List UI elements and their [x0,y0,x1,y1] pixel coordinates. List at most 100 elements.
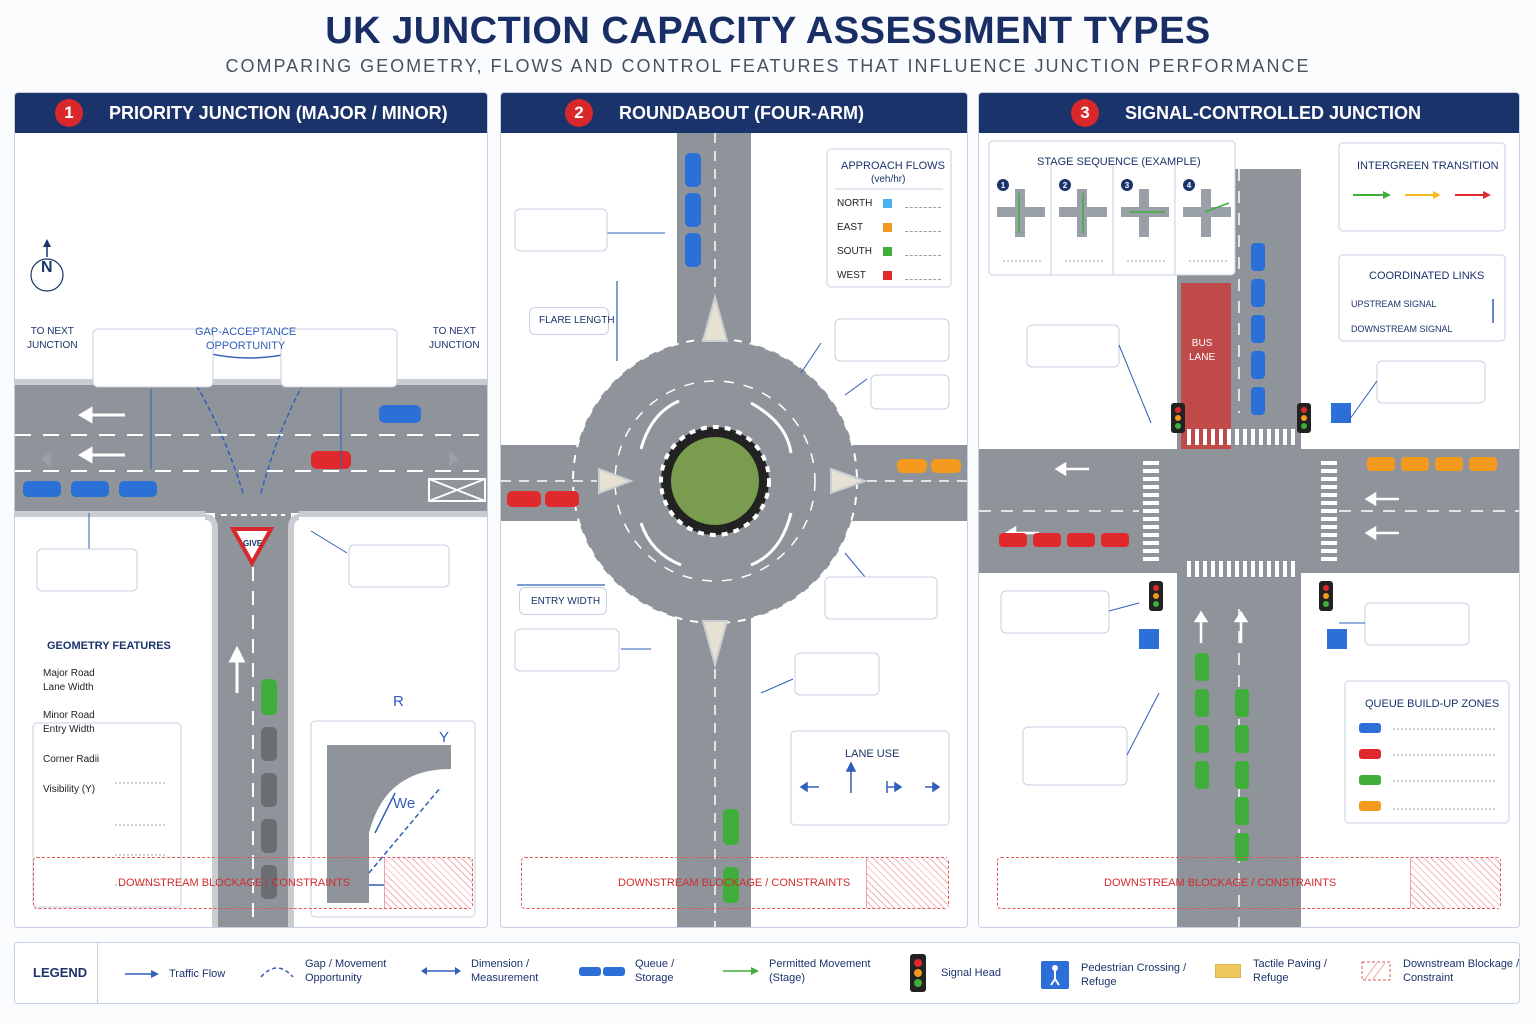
dim-r-label: R [393,693,404,710]
flow-row-label: SOUTH [837,246,872,257]
stage-number-badge: 1 [997,179,1009,191]
lane-use-title: LANE USE [845,748,900,760]
panel-number-badge: 1 [55,99,83,127]
flow-color-swatch [883,271,892,280]
legend-item: Queue / Storage [577,957,674,985]
flow-value-blank [905,207,941,208]
legend-label: Pedestrian Crossing / Refuge [1081,962,1187,988]
legend-label: Tactile Paving / Refuge [1253,958,1327,984]
downstream-signal-label: DOWNSTREAM SIGNAL [1351,324,1453,334]
lane-use-arrows [799,761,941,793]
pedestrian-crossing-icon [1041,961,1069,989]
stage-sequence-title: STAGE SEQUENCE (EXAMPLE) [1037,156,1201,168]
flow-value-blank [905,231,941,232]
tactile-paving-icon [1215,964,1241,978]
legend-label: Dimension / Measurement [471,958,539,984]
flow-value-blank [905,279,941,280]
legend-item: Signal Head [907,953,1001,993]
coordinated-links-title: COORDINATED LINKS [1369,270,1485,282]
panel-priority-junction: 1 PRIORITY JUNCTION (MAJOR / MINOR) [14,92,488,928]
signal-head-icon [910,954,926,992]
queue-west [999,533,1129,547]
geometry-item: Corner Radii [43,754,100,765]
queue-car-icon [1359,801,1381,811]
gap-arrow-icon [260,967,294,978]
traffic-flow-arrow-icon [125,970,159,978]
roundabout-diagram [501,133,967,927]
blockage-label: DOWNSTREAM BLOCKAGE / CONSTRAINTS [1104,877,1337,889]
intergreen-title: INTERGREEN TRANSITION [1357,160,1499,172]
panel-roundabout: 2 ROUNDABOUT (FOUR-ARM) [500,92,968,928]
stage-number-badge: 4 [1183,179,1195,191]
queue-east [1367,457,1497,471]
stage-number-badge: 2 [1059,179,1071,191]
signal-junction-diagram [979,140,1519,927]
geometry-item: Major Road Lane Width [43,668,95,693]
approach-flows-unit: (veh/hr) [871,174,906,185]
give-way-text: GIVE [243,539,263,548]
blockage-label: DOWNSTREAM BLOCKAGE / CONSTRAINTS [618,877,851,889]
panel-signal-junction: 3 SIGNAL-CONTROLLED JUNCTION [978,92,1520,928]
flow-row-label: EAST [837,222,864,233]
legend-item: Dimension / Measurement [419,957,538,985]
priority-junction-diagram [15,239,487,927]
legend-label: Signal Head [941,967,1001,979]
bus-lane-label: BUS LANE [1189,338,1216,363]
downstream-blockage-zone: DOWNSTREAM BLOCKAGE / CONSTRAINTS [521,857,949,909]
queue-north [1251,243,1265,415]
dim-y-label: Y [439,729,450,746]
queue-icon [579,967,625,976]
queued-cars-minor [261,679,277,899]
flow-color-swatch [883,199,892,208]
blockage-hatch [384,858,472,908]
dim-we-label: We [393,795,416,812]
flare-length-label: FLARE LENGTH [539,315,615,326]
to-next-junction-left: TO NEXT JUNCTION [27,326,78,351]
queue-south [1195,653,1249,861]
legend-item: Gap / Movement Opportunity [259,957,386,985]
dimension-arrow-icon [421,967,461,975]
panel-header: 2 ROUNDABOUT (FOUR-ARM) [501,93,967,133]
legend: LEGEND Traffic Flow Gap / Movement Oppor… [14,942,1520,1004]
queue-south [723,809,739,903]
give-way-sign-icon [229,527,275,568]
queue-car-icon [1359,749,1381,759]
panel-header: 1 PRIORITY JUNCTION (MAJOR / MINOR) [15,93,487,133]
to-next-junction-right: TO NEXT JUNCTION [429,326,480,351]
entry-width-box [519,587,607,615]
bus-lane [1181,283,1231,449]
queue-west [507,491,579,507]
queue-east [897,459,961,473]
panel-title: ROUNDABOUT (FOUR-ARM) [619,102,864,123]
page-subtitle: COMPARING GEOMETRY, FLOWS AND CONTROL FE… [225,56,1311,76]
geometry-features-title: GEOMETRY FEATURES [47,640,171,652]
page-title: UK JUNCTION CAPACITY ASSESSMENT TYPES [325,10,1211,52]
upstream-signal-label: UPSTREAM SIGNAL [1351,299,1437,309]
queue-car-icon [1359,723,1381,733]
panel-number-badge: 3 [1071,99,1099,127]
flow-row-label: NORTH [837,198,873,209]
geometry-item: Minor Road Entry Width [43,710,95,735]
legend-title: LEGEND [33,965,88,980]
legend-item: Pedestrian Crossing / Refuge [1041,961,1186,989]
flow-color-swatch [883,247,892,256]
blockage-hatch-icon [1361,961,1391,981]
legend-item: Tactile Paving / Refuge [1215,957,1327,985]
flow-row-label: WEST [837,270,866,281]
legend-item: Traffic Flow [123,967,225,981]
flow-color-swatch [883,223,892,232]
blockage-hatch [1410,858,1500,908]
downstream-blockage-zone: DOWNSTREAM BLOCKAGE / CONSTRAINTS [33,857,473,909]
legend-label: Gap / Movement Opportunity [305,958,387,984]
north-compass-icon [30,258,64,292]
permitted-movement-arrow-icon [723,967,759,975]
signal-head-icon [1149,403,1333,611]
panel-number-badge: 2 [565,99,593,127]
panel-title: SIGNAL-CONTROLLED JUNCTION [1125,102,1421,123]
legend-label: Permitted Movement (Stage) [769,958,871,984]
panel-title: PRIORITY JUNCTION (MAJOR / MINOR) [109,102,448,123]
legend-item: Downstream Blockage / Constraint [1361,957,1519,985]
blockage-label: DOWNSTREAM BLOCKAGE / CONSTRAINTS [118,877,351,889]
stage-diagrams [997,189,1231,237]
gap-acceptance-label: GAP-ACCEPTANCE OPPORTUNITY [195,326,297,352]
